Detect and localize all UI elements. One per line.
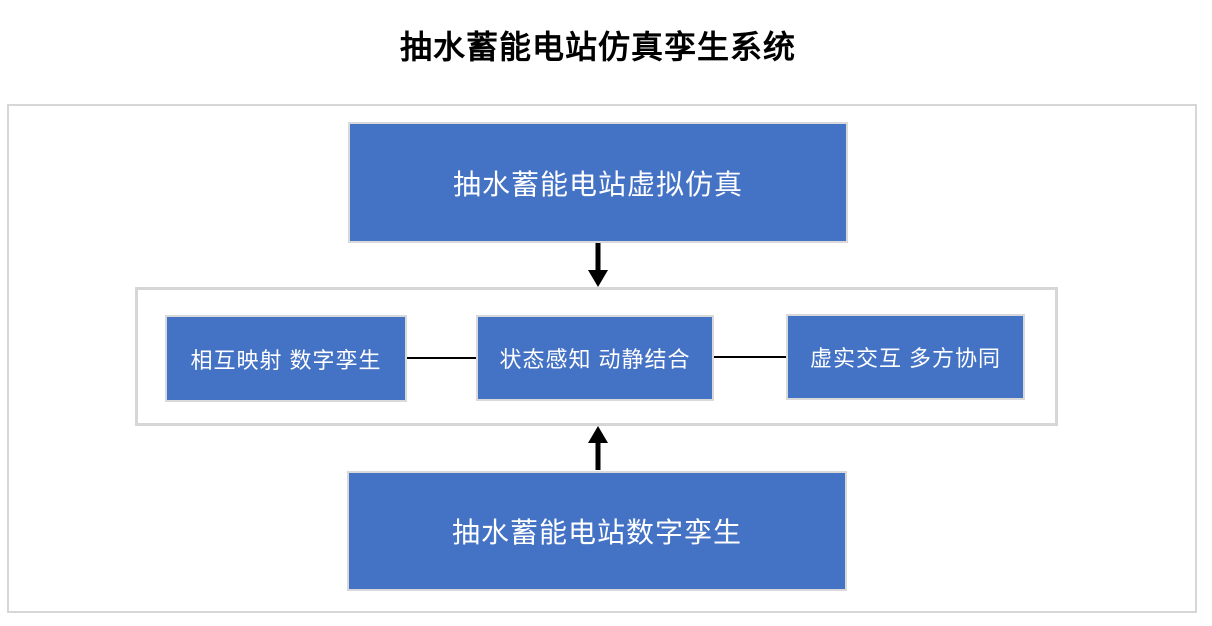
connector-line-left <box>407 357 476 359</box>
feature-box-sensing: 状态感知 动静结合 <box>476 315 714 401</box>
virtual-simulation-label: 抽水蓄能电站虚拟仿真 <box>452 168 743 200</box>
page-title: 抽水蓄能电站仿真孪生系统 <box>399 29 796 65</box>
feature-box-mapping-label: 相互映射 数字孪生 <box>190 347 382 373</box>
virtual-simulation-box: 抽水蓄能电站虚拟仿真 <box>348 122 848 243</box>
features-frame <box>135 287 1058 426</box>
digital-twin-box: 抽水蓄能电站数字孪生 <box>347 471 847 591</box>
feature-box-interaction-label: 虚实交互 多方协同 <box>809 346 1002 371</box>
arrow-up-icon <box>588 426 608 470</box>
connector-line-right <box>714 356 786 358</box>
feature-box-interaction: 虚实交互 多方协同 <box>786 314 1025 400</box>
digital-twin-label: 抽水蓄能电站数字孪生 <box>451 517 742 548</box>
arrow-down-icon <box>588 243 608 287</box>
feature-box-mapping: 相互映射 数字孪生 <box>165 315 407 402</box>
outer-frame <box>7 104 1197 613</box>
feature-box-sensing-label: 状态感知 动静结合 <box>499 347 691 372</box>
